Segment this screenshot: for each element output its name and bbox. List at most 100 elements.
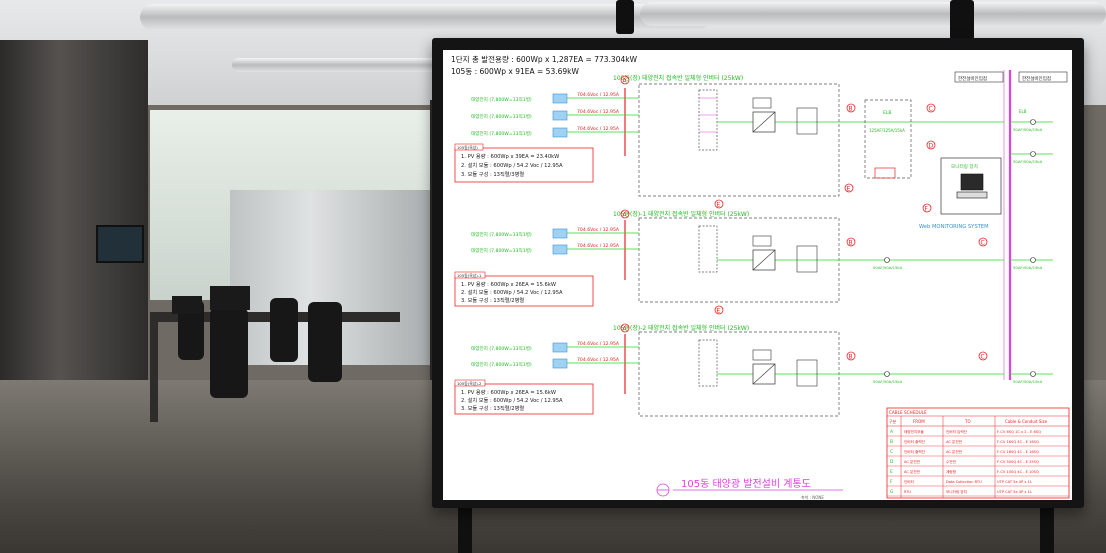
string-value: 704.6Voc / 12.95A [577, 341, 620, 347]
table-cell: A [890, 429, 893, 435]
marker-label: F [925, 206, 929, 213]
breaker-contact [1030, 119, 1036, 125]
string-label: 태양전지 (7,800W=13직1병) [471, 361, 532, 368]
inverter-enclosure [638, 83, 840, 197]
table-cell: F [890, 479, 893, 485]
meter-box [874, 167, 896, 179]
string-label: 태양전지 (7,800W=13직1병) [471, 247, 532, 254]
ceiling-light [616, 0, 634, 34]
table-cell: 인버터 [904, 479, 914, 484]
breaker-contact [1030, 371, 1036, 377]
table-cell: E [890, 469, 893, 475]
marker-e [714, 199, 724, 209]
marker-d [926, 140, 936, 150]
breaker-contact [884, 257, 890, 263]
table-cell: B [890, 439, 893, 445]
pv-string-row: 태양전지 (7,800W=13직1병) 704.6Voc / 12.95A [471, 126, 639, 138]
marker-label: E [717, 202, 721, 209]
keyboard-icon [956, 191, 988, 199]
drawing-scale: 축척 : NONE [801, 494, 824, 500]
breaker-symbol: 50AF/50A/15kA [873, 257, 903, 270]
office-chair [210, 308, 248, 398]
string-value: 704.6Voc / 12.95A [577, 357, 620, 363]
pv-module-icon [552, 110, 568, 121]
table-header: 구분 [889, 419, 897, 424]
table-cell: 계량함 [946, 469, 957, 474]
table-title: CABLE SCHEDULE [889, 410, 927, 415]
diagram-canvas: 1단지 총 발전용량 : 600Wp x 1,287EA = 773.304kW… [451, 54, 1070, 500]
section-label: 105동(장) 태양전지 접속반 일체형 인버터 (25kW) [613, 74, 743, 82]
table-cell: Data Collection RTU [946, 480, 982, 484]
marker-b [846, 351, 856, 361]
table-cell: F-CV 16SQ 4C - E 16SQ [997, 440, 1039, 444]
marker-label: B [849, 106, 853, 113]
table-cell: 인버터 출력단 [904, 439, 926, 444]
table-header: TO [964, 419, 971, 424]
info-line: 2. 설치 모듈 : 600Wp / 54.2 Voc / 12.95A [461, 396, 563, 404]
marker-c [978, 351, 988, 361]
kepco-box-label: 한전설비인입점 [958, 75, 987, 82]
marker-label: A [623, 78, 628, 85]
pv-string-row: 태양전지 (7,800W=13직1병) 704.6Voc / 12.95A [471, 341, 639, 353]
info-line: 3. 모듈 구성 : 13직렬/2병렬 [461, 404, 524, 412]
pv-string-row: 태양전지 (7,800W=13직1병) 704.6Voc / 12.95A [471, 243, 639, 255]
kepco-box [954, 71, 1004, 83]
table-cell: F-CV 10SQ 4C - E 10SQ [997, 470, 1039, 474]
marker-label: B [849, 354, 853, 361]
breaker-rating: 50AF/50A/15kA [1013, 379, 1043, 384]
marker-label: E [847, 186, 851, 193]
marker-e [714, 305, 724, 315]
ceiling-light [950, 0, 974, 40]
string-value: 704.6Voc / 12.95A [577, 126, 620, 132]
string-label: 태양전지 (7,800W=13직1병) [471, 345, 532, 352]
string-label: 태양전지 (7,800W=13직1병) [471, 113, 532, 120]
breaker-label: ELB [1019, 109, 1027, 114]
breaker-symbol: ELB 50AF/50A/15kA [1010, 109, 1053, 132]
marker-label: C [929, 106, 933, 113]
header-capacity-total: 1단지 총 발전용량 : 600Wp x 1,287EA = 773.304kW [451, 54, 638, 64]
marker-label: A [623, 212, 628, 219]
monitoring-system-label: Web MONITORING SYSTEM [919, 224, 989, 230]
pv-string-row: 태양전지 (7,800W=13직1병) 704.6Voc / 12.95A [471, 227, 639, 239]
table-cell: F-CV 16SQ 4C - E 16SQ [997, 450, 1039, 454]
dc-combiner [698, 225, 718, 273]
breaker-symbol: 50AF/50A/15kA [1010, 151, 1053, 164]
table-cell: D [890, 459, 894, 465]
ac-breaker-icon [796, 107, 818, 135]
table-cell: F-CV 50SQ 4C - E 25SQ [997, 460, 1039, 464]
ac-breaker-icon [796, 359, 818, 387]
pv-module-icon [552, 228, 568, 239]
info-line: 1. PV 용량 : 600Wp x 26EA = 15.6kW [461, 389, 556, 396]
marker-a [620, 209, 630, 219]
computer-monitor-icon [960, 173, 984, 191]
office-chair [308, 302, 342, 382]
breaker-rating: 50AF/50A/15kA [1013, 265, 1043, 270]
info-tag [454, 143, 484, 151]
pv-module-icon [552, 358, 568, 369]
marker-label: C [981, 240, 985, 247]
pv-module-icon [552, 244, 568, 255]
breaker-contact [884, 371, 890, 377]
string-value: 704.6Voc / 12.95A [577, 243, 620, 249]
table-cell: 인버터 입력단 [946, 429, 968, 434]
string-label: 태양전지 (7,800W=13직1병) [471, 96, 532, 103]
table-cell: RTU [904, 490, 911, 494]
marker-b [846, 103, 856, 113]
breaker-rating: 50AF/50A/15kA [873, 265, 903, 270]
marker-label: D [929, 143, 934, 150]
string-value: 704.6Voc / 12.95A [577, 92, 620, 98]
table-cell: AC 분전반 [904, 459, 921, 464]
info-line: 2. 설치 모듈 : 600Wp / 54.2 Voc / 12.95A [461, 288, 563, 296]
info-line: 3. 모듈 구성 : 13직렬/2병렬 [461, 296, 524, 304]
wall-screen [96, 225, 144, 263]
section-label: 105동(장)-2 태양전지 접속반 일체형 인버터 (25kW) [613, 324, 749, 332]
info-tag-label: 105동(옥상)-2 [457, 381, 482, 386]
table-cell: AC 분전반 [904, 469, 921, 474]
ac-breaker-icon [796, 245, 818, 273]
table-cell: AC 분전반 [946, 449, 963, 454]
monitoring-panel-label: 모니터링 장치 [951, 163, 978, 170]
air-duct [140, 4, 710, 30]
display-unit-icon [752, 349, 772, 361]
info-tag [454, 271, 486, 279]
